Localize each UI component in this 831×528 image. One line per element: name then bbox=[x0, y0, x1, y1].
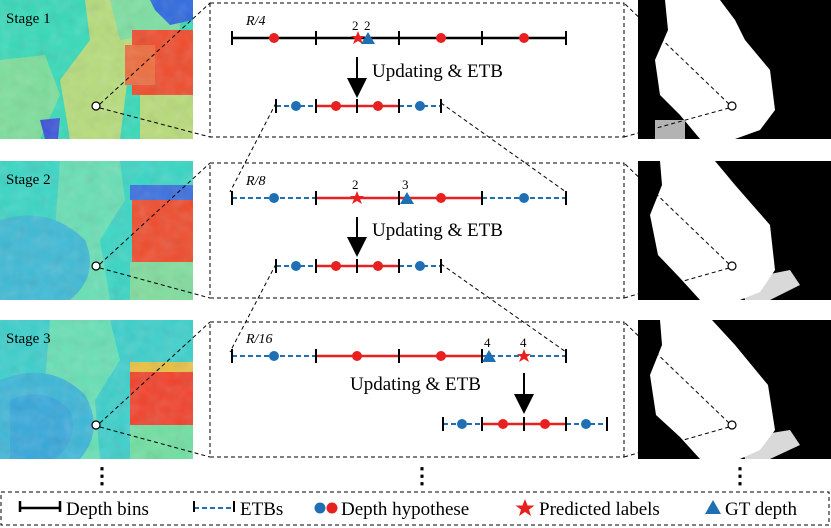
step-text-stage-1: Updating & ETB bbox=[372, 61, 503, 82]
range-label-stage-3: R/16 bbox=[245, 332, 272, 347]
mask-stage-3 bbox=[638, 320, 831, 459]
hypothesis-dot bbox=[519, 33, 529, 43]
bins-stage-2 bbox=[231, 191, 567, 205]
stage-2-label: Stage 2 bbox=[6, 172, 51, 188]
depth-map-stage-3 bbox=[0, 320, 193, 459]
bins-stage-3 bbox=[231, 349, 567, 363]
hypothesis-dot bbox=[269, 33, 279, 43]
depth-map-stage-2 bbox=[0, 161, 193, 300]
gt-triangle-icon bbox=[361, 32, 375, 44]
mask-marker-stage-1 bbox=[727, 101, 737, 111]
gt-label-stage-3: 4 bbox=[484, 335, 491, 350]
gt-triangle-icon bbox=[400, 192, 414, 204]
pixel-marker-stage-2 bbox=[91, 261, 101, 271]
mask-stage-2 bbox=[638, 161, 831, 300]
pred-label-stage-2: 2 bbox=[352, 177, 359, 192]
ellipsis-left: ⋮ bbox=[91, 463, 113, 488]
star-icon bbox=[515, 499, 535, 516]
pixel-marker-stage-1 bbox=[91, 101, 101, 111]
range-label-stage-1: R/4 bbox=[245, 14, 265, 29]
leader-lines bbox=[99, 2, 730, 458]
step-text-stage-3: Updating & ETB bbox=[350, 374, 481, 395]
stage-1-label: Stage 1 bbox=[6, 11, 51, 27]
legend-depth-hypothese: Depth hypothese bbox=[341, 499, 469, 520]
mask-marker-stage-2 bbox=[727, 261, 737, 271]
gt-label-stage-2: 3 bbox=[402, 177, 409, 192]
predicted-star-icon bbox=[350, 191, 364, 204]
pred-label-stage-3: 4 bbox=[520, 335, 527, 350]
hypothesis-dot bbox=[436, 33, 446, 43]
gt-label-stage-1: 2 bbox=[364, 18, 371, 33]
pixel-marker-stage-3 bbox=[91, 420, 101, 430]
red-dot-icon bbox=[326, 502, 338, 514]
step-text-stage-2: Updating & ETB bbox=[372, 220, 503, 241]
pred-label-stage-1: 2 bbox=[352, 18, 359, 33]
legend-gt-depth: GT depth bbox=[725, 499, 797, 520]
predicted-star-icon bbox=[517, 349, 531, 362]
depth-map-stage-1 bbox=[0, 0, 193, 139]
legend-predicted-labels: Predicted labels bbox=[539, 499, 660, 520]
legend-etbs: ETBs bbox=[240, 499, 283, 520]
blue-dot-icon bbox=[314, 502, 326, 514]
legend-depth-bins: Depth bins bbox=[66, 499, 149, 520]
predicted-star-icon bbox=[351, 31, 365, 44]
gt-triangle-icon bbox=[482, 350, 496, 362]
bins-stage-1 bbox=[231, 31, 567, 45]
refined-bins-stage-2 bbox=[275, 259, 442, 273]
refined-bins-stage-3 bbox=[442, 417, 608, 431]
stage-3-label: Stage 3 bbox=[6, 331, 51, 347]
range-label-stage-2: R/8 bbox=[245, 174, 265, 189]
triangle-icon bbox=[705, 500, 721, 514]
legend: Depth bins ETBs Depth hypothese Predicte… bbox=[0, 491, 830, 526]
ellipsis-middle: ⋮ bbox=[411, 463, 433, 488]
mask-marker-stage-3 bbox=[727, 420, 737, 430]
refined-bins-stage-1 bbox=[275, 99, 442, 113]
ellipsis-right: ⋮ bbox=[729, 463, 751, 488]
mask-stage-1 bbox=[638, 0, 831, 139]
